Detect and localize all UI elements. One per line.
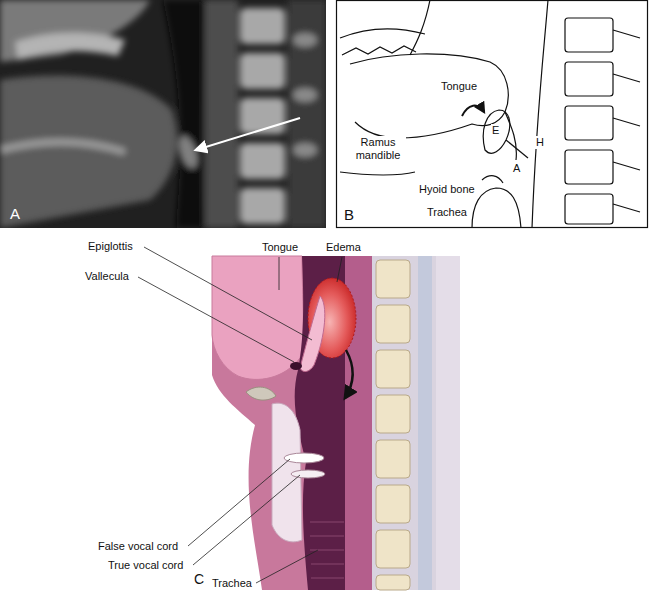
obstruction-arrow xyxy=(345,350,353,398)
part-label: Vallecula xyxy=(85,270,129,283)
spinous-lines xyxy=(613,30,640,212)
vertebra xyxy=(376,440,410,478)
part-label: Hyoid bone xyxy=(418,183,476,196)
part-label: Ramus mandible xyxy=(350,136,406,162)
pointer-arrow xyxy=(462,106,484,116)
vertebra-outline xyxy=(565,194,613,224)
hyoid-outline xyxy=(482,176,503,183)
xray-image xyxy=(0,0,326,228)
part-label: E xyxy=(491,124,500,137)
vertebra xyxy=(376,350,410,388)
false-cord-shape xyxy=(284,453,324,463)
spinal-canal xyxy=(418,256,432,590)
spine-region xyxy=(372,256,460,590)
hyoid-shape xyxy=(246,387,276,400)
part-label: Tongue xyxy=(440,80,478,93)
xray-ground xyxy=(0,0,326,228)
vertebra-outline xyxy=(565,106,613,140)
leader-line xyxy=(138,277,294,362)
part-label: H xyxy=(535,136,545,149)
vertebra xyxy=(376,260,410,298)
xray-vertebra xyxy=(240,143,285,179)
aryepiglottic-fold xyxy=(506,140,528,158)
leader-line xyxy=(337,257,342,282)
xray-face xyxy=(0,0,150,62)
vertebra-outline xyxy=(565,150,613,184)
true-cord-shape xyxy=(291,470,325,478)
xray-vertebra xyxy=(240,188,285,224)
neck-tissue xyxy=(212,256,460,590)
pharynx-front xyxy=(505,112,516,160)
tracing-panel xyxy=(337,0,648,228)
panel-letter: A xyxy=(10,205,20,222)
pointer-arrow xyxy=(196,118,300,150)
vertebra xyxy=(376,395,410,433)
teeth-line xyxy=(342,46,416,55)
vallecula-pocket xyxy=(290,362,302,370)
trachea-rings xyxy=(310,522,344,578)
anatomy-panel xyxy=(212,256,460,590)
xray-neck xyxy=(288,0,326,228)
xray-panel xyxy=(0,0,326,228)
epiglottis-outline xyxy=(483,110,510,153)
xray-spinous xyxy=(293,88,317,102)
leader-line xyxy=(193,475,300,565)
part-label: Edema xyxy=(326,241,361,254)
panel-frame xyxy=(337,1,648,228)
xray-teeth xyxy=(15,33,125,60)
xray-airway xyxy=(163,0,205,228)
part-label: Trachea xyxy=(212,577,252,590)
vertebra xyxy=(376,530,410,568)
xray-tongue xyxy=(0,75,177,228)
part-label: Tongue xyxy=(262,241,298,254)
leader-line xyxy=(279,257,280,290)
tongue-shape xyxy=(212,256,303,379)
leader-lines xyxy=(138,247,342,583)
palate-line xyxy=(340,29,425,38)
xray-vertebra xyxy=(240,53,285,89)
panel-letter: B xyxy=(343,206,355,223)
xray-mandible xyxy=(0,142,125,152)
xray-epiglottis xyxy=(175,133,202,170)
part-label: Epiglottis xyxy=(88,240,133,253)
vertebra-outline xyxy=(565,62,613,96)
vertebra-outline xyxy=(565,18,613,52)
leader-line xyxy=(188,459,290,546)
xray-spinous xyxy=(293,143,317,157)
mandible-line xyxy=(340,172,415,175)
epiglottis-shape xyxy=(300,296,325,372)
xray-vertebra xyxy=(240,8,285,44)
posterior-neck xyxy=(436,256,460,590)
trachea-outline xyxy=(472,188,521,228)
xray-spinous xyxy=(293,33,317,47)
part-label: True vocal cord xyxy=(108,559,183,572)
part-label: False vocal cord xyxy=(98,540,178,553)
panel-letter: C xyxy=(194,571,204,587)
ramus-line xyxy=(410,0,430,55)
part-label: A xyxy=(512,162,521,175)
vertebra xyxy=(376,485,410,523)
vertebra xyxy=(376,575,410,590)
pharynx-wall xyxy=(532,0,548,228)
vertebra xyxy=(376,305,410,343)
xray-soft-tissue xyxy=(205,0,238,228)
leader-line xyxy=(256,550,318,583)
part-label: Trachea xyxy=(426,206,468,219)
